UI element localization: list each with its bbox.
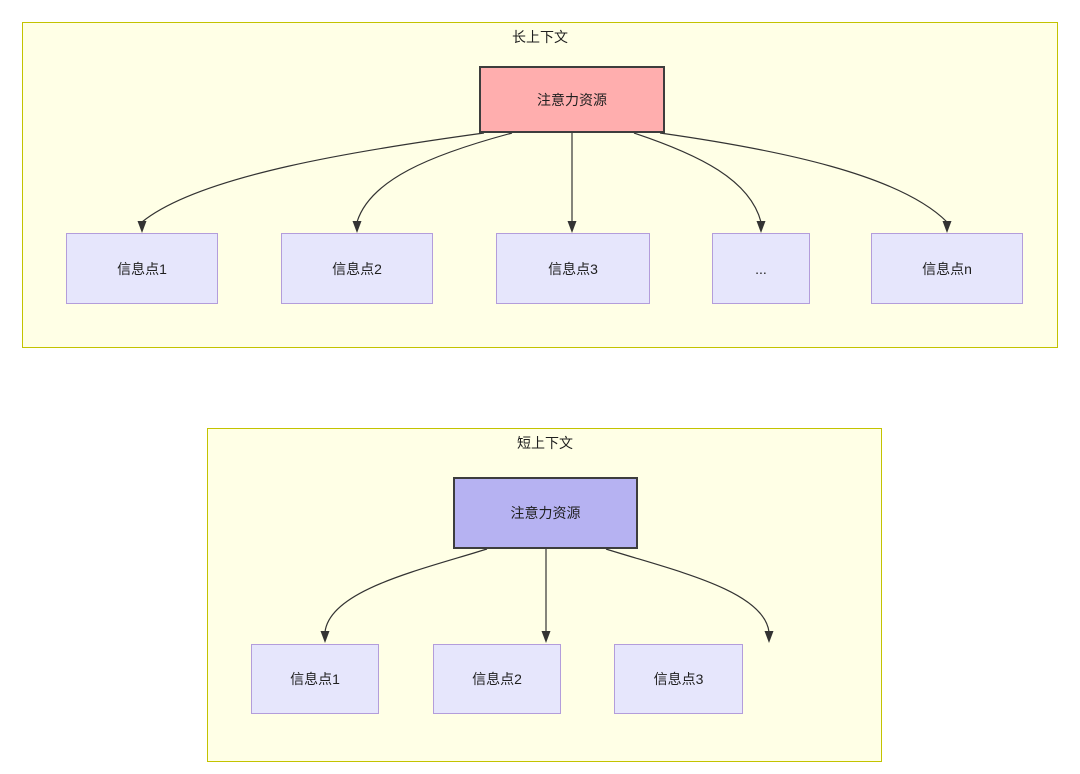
node-attention-resource-long[interactable]: 注意力资源: [479, 66, 665, 133]
node-info-point-2-long[interactable]: 信息点2: [281, 233, 433, 304]
node-info-point-3-long[interactable]: 信息点3: [496, 233, 650, 304]
panel-short-context-title: 短上下文: [517, 435, 573, 451]
node-info-point-1-short[interactable]: 信息点1: [251, 644, 379, 714]
node-attention-resource-short[interactable]: 注意力资源: [453, 477, 638, 549]
node-info-point-1-long[interactable]: 信息点1: [66, 233, 218, 304]
panel-long-context-title: 长上下文: [512, 29, 568, 45]
node-info-point-2-short[interactable]: 信息点2: [433, 644, 561, 714]
node-info-point-ellipsis-long[interactable]: ...: [712, 233, 810, 304]
node-info-point-3-short[interactable]: 信息点3: [614, 644, 743, 714]
node-info-point-n-long[interactable]: 信息点n: [871, 233, 1023, 304]
